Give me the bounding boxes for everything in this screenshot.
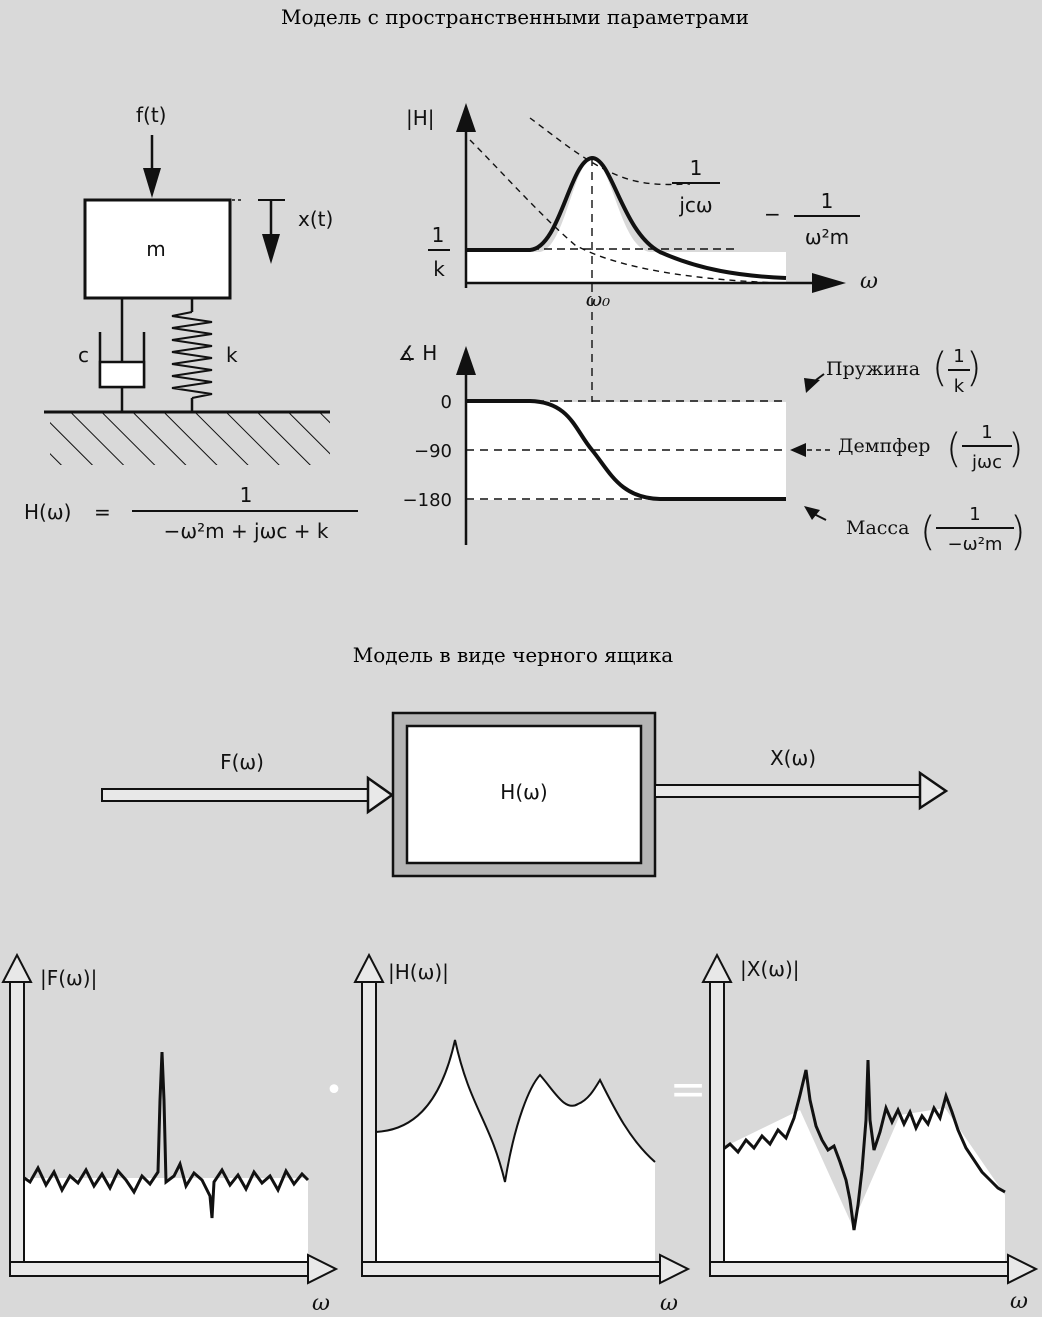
damper-piston: [98, 360, 146, 389]
svg-text:(: (: [946, 426, 962, 472]
equals-sign: =: [670, 1064, 707, 1115]
output-label: X(ω): [770, 746, 816, 770]
spring-label: k: [226, 343, 238, 367]
phase-tick-180: −180: [403, 490, 452, 511]
spectrum-system: |H(ω)| ω: [353, 952, 691, 1316]
mass-asym-num: 1: [821, 189, 834, 213]
magnitude-curve: [466, 155, 787, 280]
annotation-mass-name: Масса: [846, 517, 909, 539]
formula-numerator: 1: [240, 483, 253, 507]
output-arrow-head: [918, 770, 949, 811]
phase-tick-90: −90: [414, 441, 452, 462]
annotation-damper-num: 1: [981, 422, 992, 443]
output-spectrum-fill: [722, 1108, 1005, 1262]
system-spectrum-y-label: |H(ω)|: [388, 960, 449, 984]
input-arrow-head: [366, 775, 395, 815]
black-box-diagram: F(ω) H(ω) X(ω): [101, 711, 949, 878]
output-arrow-shaft: [654, 784, 924, 798]
displacement-label: x(t): [298, 207, 333, 231]
input-spectrum-y-label: |F(ω)|: [40, 966, 97, 990]
magnitude-x-label: ω: [860, 269, 878, 294]
svg-text:(: (: [920, 509, 936, 555]
damper-asym-den: jcω: [678, 193, 712, 217]
mass-spring-damper: f(t) m x(t) c k: [44, 103, 333, 465]
input-label: F(ω): [220, 750, 264, 774]
mass-asymptote: [469, 139, 781, 284]
input-spectrum-x-label: ω: [312, 1291, 330, 1316]
magnitude-y-label: |H|: [406, 106, 435, 130]
phase-y-arrow-head: [456, 346, 476, 375]
svg-text:): ): [966, 345, 982, 391]
magnitude-y-arrow-head: [456, 103, 476, 132]
static-fraction-den: k: [433, 257, 445, 281]
annotation-mass-num: 1: [969, 504, 980, 525]
phase-plot: ∡ H 0 −90 −180 Пружина ( 1 k ) Демпфер (…: [398, 341, 1026, 555]
static-fraction-num: 1: [432, 223, 445, 247]
magnitude-peak-fill: [540, 160, 650, 252]
damper-label: c: [78, 343, 89, 367]
system-spectrum-fill: [372, 1040, 655, 1262]
phase-y-label: ∡ H: [398, 341, 437, 365]
mass-asym-den: ω²m: [805, 225, 849, 249]
system-spectrum-x-label: ω: [660, 1291, 678, 1316]
annotation-damper-den: jωc: [971, 452, 1002, 473]
annotation-damper-name: Демпфер: [838, 435, 930, 457]
annotation-mass-den: −ω²m: [948, 534, 1003, 555]
title-black-box-model: Модель в виде черного ящика: [353, 643, 673, 667]
multiply-sign: •: [325, 1073, 343, 1108]
damper-pointer-arrow: [790, 443, 806, 457]
spectrum-input: |F(ω)| ω: [1, 952, 339, 1316]
spectrum-output: |X(ω)| ω: [701, 952, 1039, 1314]
force-label: f(t): [136, 103, 167, 127]
resonance-label: ω₀: [586, 287, 610, 311]
mass-label: m: [146, 237, 165, 261]
output-spectrum-trace: [721, 1059, 1006, 1231]
mass-block: [83, 198, 232, 300]
magnitude-x-arrow-head: [812, 273, 846, 293]
annotation-spring-num: 1: [953, 346, 964, 367]
input-spectrum-fill: [20, 1178, 308, 1262]
phase-tick-0: 0: [441, 392, 452, 413]
output-spectrum-y-label: |X(ω)|: [740, 957, 800, 981]
formula-equals: =: [94, 500, 111, 524]
annotation-spring-name: Пружина: [826, 358, 920, 380]
damper-asym-num: 1: [690, 156, 703, 180]
phase-curve: [466, 399, 786, 501]
svg-text:(: (: [932, 345, 948, 391]
annotation-spring-den: k: [954, 376, 965, 397]
force-arrow-head: [143, 168, 161, 198]
spring-coil: [171, 311, 213, 399]
magnitude-plot: |H| ω ω₀ 1 k 1 jcω − 1 ω²m: [406, 103, 878, 500]
svg-text:): ): [1008, 426, 1024, 472]
system-spectrum-trace: [371, 1039, 656, 1183]
formula-denominator: −ω²m + jωc + k: [164, 519, 329, 543]
magnitude-fill: [466, 252, 786, 282]
phase-fill: [466, 402, 786, 500]
displacement-arrow-head: [262, 234, 280, 264]
system-box-inner: [405, 724, 643, 865]
svg-text:): ): [1010, 509, 1026, 555]
formula-lhs: H(ω): [24, 500, 71, 524]
system-box-label: H(ω): [500, 780, 547, 804]
spring-pointer-arrow: [804, 378, 820, 393]
mass-asym-sign: −: [764, 202, 781, 226]
input-spectrum-trace: [19, 1051, 310, 1219]
mass-pointer-arrow: [804, 506, 820, 520]
input-arrow-shaft: [101, 788, 371, 802]
transfer-formula: H(ω) = 1 −ω²m + jωc + k: [24, 483, 358, 543]
ground-hatch: [50, 413, 330, 465]
title-spatial-model: Модель с пространственными параметрами: [281, 5, 749, 29]
output-spectrum-x-label: ω: [1010, 1289, 1028, 1314]
